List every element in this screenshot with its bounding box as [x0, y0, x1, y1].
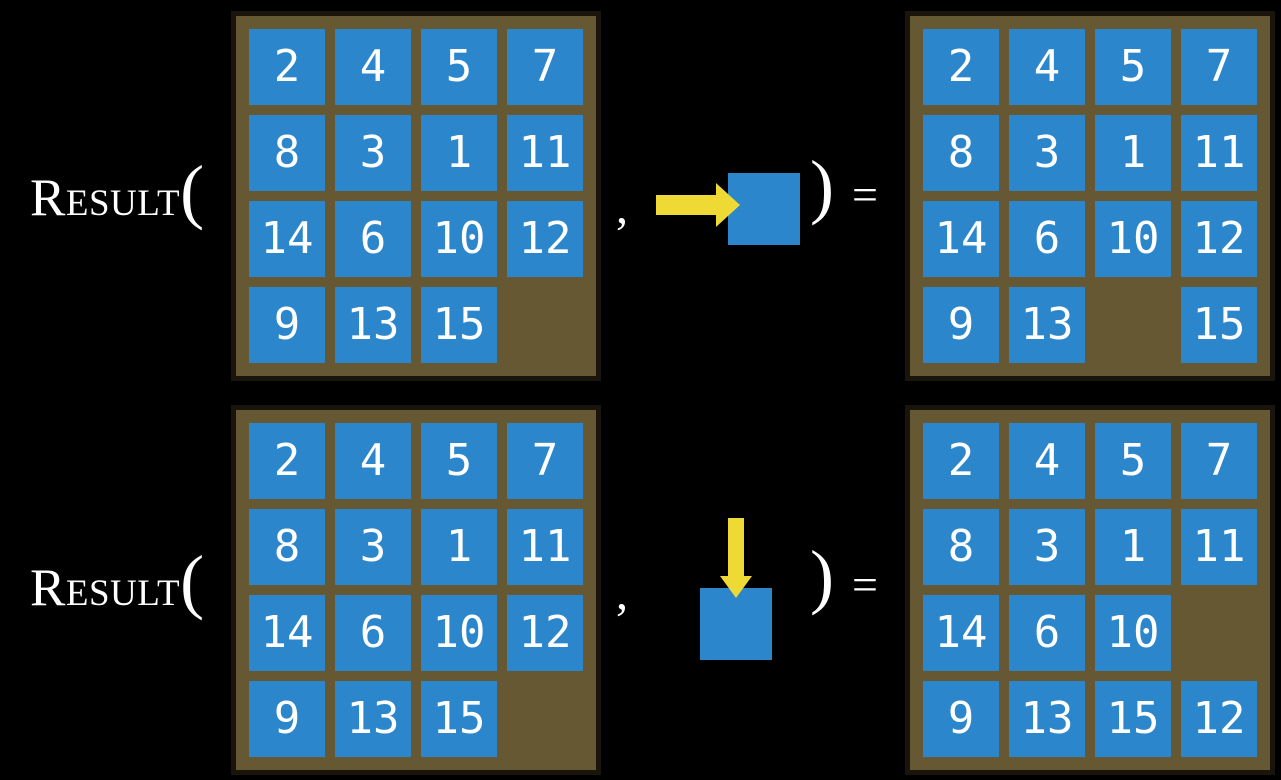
puzzle-tile-9: 9	[249, 681, 325, 757]
puzzle-tile-15: 15	[421, 287, 497, 363]
puzzle-tile-10: 10	[1095, 595, 1171, 671]
puzzle-tile-13: 13	[1009, 681, 1085, 757]
close-paren-equals-2: ) =	[810, 540, 878, 612]
puzzle-tile-8: 8	[249, 115, 325, 191]
blank-tile-square-2	[700, 588, 772, 660]
close-paren: )	[810, 146, 834, 226]
right-arrow-head	[716, 183, 740, 227]
puzzle-tile-7: 7	[507, 29, 583, 105]
puzzle-tile-8: 8	[249, 509, 325, 585]
puzzle-tile-11: 11	[1181, 115, 1257, 191]
puzzle-tile-14: 14	[923, 595, 999, 671]
puzzle-tile-1: 1	[421, 509, 497, 585]
blank-cell	[1095, 287, 1171, 363]
right-arrow-icon	[656, 183, 740, 227]
puzzle-tile-11: 11	[507, 115, 583, 191]
function-name: Result	[30, 169, 181, 227]
down-arrow-icon	[720, 518, 752, 598]
equals-sign: =	[851, 169, 878, 220]
puzzle-tile-10: 10	[1095, 201, 1171, 277]
puzzle-tile-10: 10	[421, 201, 497, 277]
result-call-2: Result(	[30, 545, 204, 617]
blank-cell	[507, 287, 583, 363]
puzzle-tile-1: 1	[1095, 115, 1171, 191]
right-arrow-shaft	[656, 195, 716, 215]
puzzle-tile-5: 5	[1095, 29, 1171, 105]
puzzle-tile-1: 1	[421, 115, 497, 191]
puzzle-tile-5: 5	[1095, 423, 1171, 499]
puzzle-tile-3: 3	[335, 509, 411, 585]
close-paren: )	[810, 536, 834, 616]
blank-cell	[507, 681, 583, 757]
blank-tile-square-1	[728, 173, 800, 245]
puzzle-tile-12: 12	[507, 595, 583, 671]
blank-cell	[1181, 595, 1257, 671]
puzzle-tile-12: 12	[507, 201, 583, 277]
puzzle-tile-11: 11	[1181, 509, 1257, 585]
puzzle-tile-14: 14	[249, 201, 325, 277]
puzzle-tile-9: 9	[923, 287, 999, 363]
puzzle-tile-13: 13	[1009, 287, 1085, 363]
puzzle-tile-6: 6	[335, 201, 411, 277]
puzzle-tile-15: 15	[421, 681, 497, 757]
puzzle-tile-4: 4	[335, 29, 411, 105]
puzzle-tile-12: 12	[1181, 201, 1257, 277]
puzzle-tile-4: 4	[1009, 423, 1085, 499]
puzzle-tile-6: 6	[1009, 595, 1085, 671]
puzzle-tile-8: 8	[923, 115, 999, 191]
puzzle-tile-7: 7	[1181, 423, 1257, 499]
puzzle-tile-15: 15	[1095, 681, 1171, 757]
puzzle-tile-12: 12	[1181, 681, 1257, 757]
comma-separator-2: ,	[616, 567, 628, 620]
function-name: Result	[30, 559, 181, 617]
puzzle-tile-8: 8	[923, 509, 999, 585]
puzzle-tile-5: 5	[421, 423, 497, 499]
result-call-1: Result(	[30, 155, 204, 227]
puzzle-tile-4: 4	[335, 423, 411, 499]
puzzle-tile-6: 6	[335, 595, 411, 671]
close-paren-equals-1: ) =	[810, 150, 878, 222]
open-paren: (	[180, 541, 205, 621]
puzzle-tile-1: 1	[1095, 509, 1171, 585]
puzzle-tile-11: 11	[507, 509, 583, 585]
puzzle-tile-2: 2	[249, 29, 325, 105]
puzzle-tile-3: 3	[1009, 509, 1085, 585]
puzzle-tile-13: 13	[335, 681, 411, 757]
puzzle-tile-2: 2	[249, 423, 325, 499]
puzzle-tile-2: 2	[923, 423, 999, 499]
puzzle-tile-13: 13	[335, 287, 411, 363]
puzzle-tile-6: 6	[1009, 201, 1085, 277]
puzzle-tile-4: 4	[1009, 29, 1085, 105]
down-arrow-head	[720, 576, 752, 598]
puzzle-tile-10: 10	[421, 595, 497, 671]
puzzle-tile-3: 3	[335, 115, 411, 191]
puzzle-tile-2: 2	[923, 29, 999, 105]
down-arrow-shaft	[728, 518, 744, 576]
equals-sign: =	[851, 559, 878, 610]
puzzle-tile-15: 15	[1181, 287, 1257, 363]
puzzle-tile-7: 7	[1181, 29, 1257, 105]
puzzle-tile-14: 14	[923, 201, 999, 277]
puzzle-tile-3: 3	[1009, 115, 1085, 191]
open-paren: (	[180, 151, 205, 231]
puzzle-tile-14: 14	[249, 595, 325, 671]
puzzle-tile-9: 9	[249, 287, 325, 363]
comma-separator-1: ,	[616, 181, 628, 234]
puzzle-tile-7: 7	[507, 423, 583, 499]
puzzle-tile-9: 9	[923, 681, 999, 757]
puzzle-tile-5: 5	[421, 29, 497, 105]
